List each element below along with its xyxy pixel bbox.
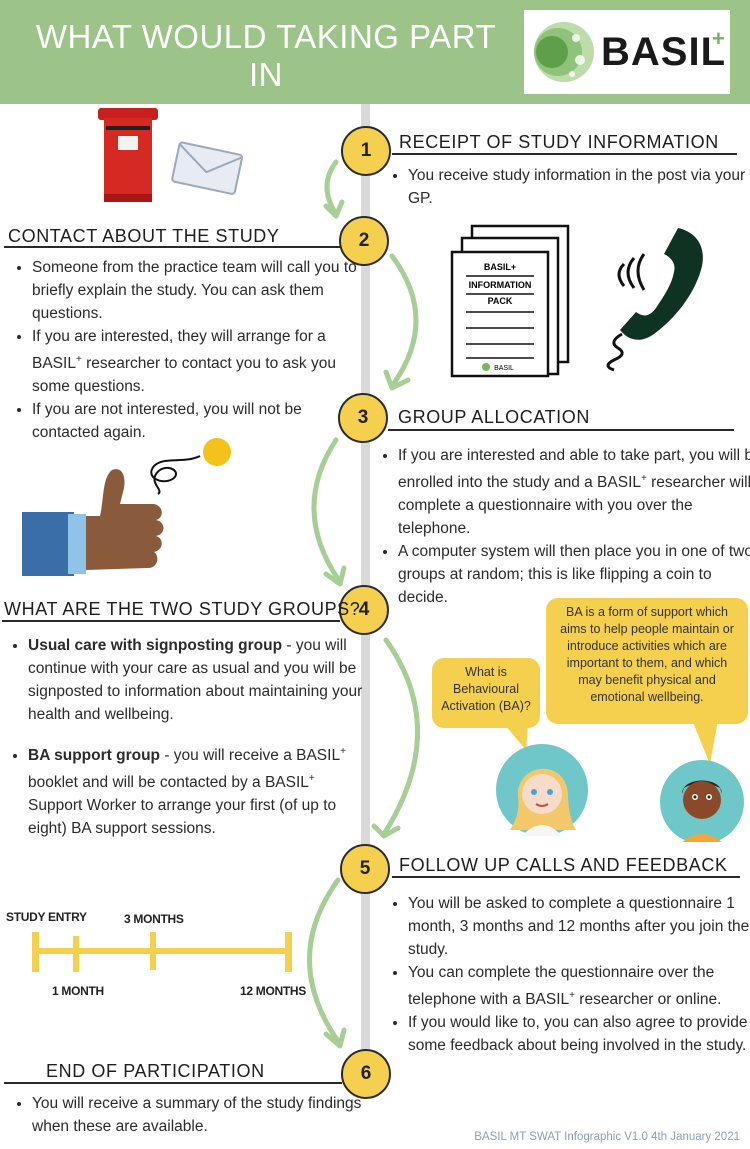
- arrow-4-5: [381, 637, 420, 837]
- step-4-title: WHAT ARE THE TWO STUDY GROUPS?: [4, 599, 361, 619]
- list-item: You receive study information in the pos…: [408, 164, 748, 210]
- info-pack-line-2: INFORMATION: [469, 280, 532, 290]
- sup-plus: +: [308, 773, 315, 785]
- info-pack-line-3: PACK: [488, 296, 513, 306]
- arrow-5-6: [307, 877, 343, 1047]
- step-6-rule: [4, 1082, 342, 1084]
- bubble-tail: [692, 720, 718, 764]
- avatar: [496, 744, 588, 836]
- timeline-label-1-month: 1 MONTH: [52, 984, 104, 998]
- step-5-title: FOLLOW UP CALLS AND FEEDBACK: [399, 855, 728, 875]
- follow-up-timeline: [32, 932, 292, 972]
- arrow-1-2: [324, 159, 339, 217]
- text-part: researcher or online.: [574, 991, 722, 1009]
- timeline-label-12-months: 12 MONTHS: [240, 984, 306, 998]
- thumbs-up-coin-illustration: [22, 438, 231, 576]
- information-pack-illustration: BASIL+ INFORMATION PACK BASIL: [450, 224, 570, 378]
- step-5-list: You will be asked to complete a question…: [386, 892, 750, 1057]
- info-pack-line-1: BASIL+: [484, 262, 516, 272]
- step-4-list: Usual care with signposting group - you …: [6, 634, 368, 840]
- list-item: If you are interested, they will arrange…: [32, 325, 364, 398]
- list-item: You can complete the questionnaire over …: [408, 961, 750, 1011]
- avatar: [660, 760, 744, 842]
- coin-icon: [203, 438, 231, 466]
- text-part: - you will continue with your care as us…: [28, 637, 363, 723]
- step-6-list: You will receive a summary of the study …: [10, 1092, 362, 1138]
- sup-plus: +: [569, 990, 575, 1001]
- step-3-rule: [388, 429, 734, 431]
- list-item: You will receive a summary of the study …: [32, 1092, 362, 1138]
- text-part: Support Worker to arrange your first (of…: [28, 797, 337, 838]
- list-item: If you are interested and able to take p…: [398, 444, 750, 540]
- sup-plus: +: [340, 746, 346, 757]
- step-3-title: GROUP ALLOCATION: [398, 407, 590, 427]
- text-part: researcher to contact you to ask you som…: [32, 355, 336, 396]
- question-text: What is Behavioural Activation (BA)?: [441, 665, 531, 713]
- list-item: Someone from the practice team will call…: [32, 256, 364, 325]
- logo-plus: +: [712, 26, 725, 51]
- list-item: Usual care with signposting group - you …: [28, 634, 368, 726]
- text-part: - you will receive a BASIL: [160, 747, 341, 765]
- group-name-usual-care: Usual care with signposting group: [28, 637, 283, 654]
- step-6-circle: 6: [341, 1049, 391, 1099]
- text-part: researcher will complete a questionnaire…: [398, 474, 750, 538]
- step-4-circle: 4: [339, 585, 389, 635]
- footer-credit: BASIL MT SWAT Infographic V1.0 4th Janua…: [474, 1131, 740, 1143]
- arrow-2-3: [389, 253, 419, 389]
- speech-bubble-question: What is Behavioural Activation (BA)?: [432, 658, 540, 728]
- step-5-circle: 5: [340, 844, 390, 894]
- step-2-list: Someone from the practice team will call…: [10, 256, 364, 444]
- step-2-circle: 2: [339, 216, 389, 266]
- step-2-title: CONTACT ABOUT THE STUDY: [8, 226, 280, 246]
- text-part: You can complete the questionnaire over …: [408, 964, 715, 1009]
- text-part: booklet and will be contacted by a BASIL: [28, 774, 309, 792]
- list-item: If you would like to, you can also agree…: [408, 1011, 750, 1057]
- step-1-circle: 1: [341, 126, 391, 176]
- text-part: If you are interested, they will arrange…: [32, 328, 326, 373]
- list-item: You will be asked to complete a question…: [408, 892, 750, 961]
- step-5-rule: [392, 876, 740, 878]
- title-sup: +: [199, 103, 211, 123]
- logo-text: BASIL: [601, 30, 726, 74]
- text-part: If you are interested and able to take p…: [398, 447, 750, 492]
- timeline-label-study-entry: STUDY ENTRY: [6, 910, 87, 924]
- step-1-list: You receive study information in the pos…: [386, 164, 748, 210]
- step-3-list: If you are interested and able to take p…: [376, 444, 750, 609]
- sup-plus: +: [641, 473, 647, 484]
- info-pack-footer: BASIL: [494, 365, 514, 372]
- answer-text: BA is a form of support which aims to he…: [560, 605, 734, 704]
- list-item: BA support group - you will receive a BA…: [28, 740, 368, 840]
- postbox-icon: [98, 108, 158, 120]
- step-1-rule: [392, 153, 737, 155]
- step-2-rule: [4, 246, 340, 248]
- phone-icon: [606, 228, 703, 372]
- step-6-title: END OF PARTICIPATION: [46, 1061, 265, 1081]
- speech-bubble-answer: BA is a form of support which aims to he…: [546, 598, 748, 724]
- postbox-envelope-illustration: [98, 108, 244, 202]
- timeline-label-3-months: 3 MONTHS: [124, 912, 184, 926]
- thumbs-up-icon: [22, 469, 164, 576]
- title-line-1: WHAT WOULD TAKING PART IN: [35, 18, 497, 93]
- step-4-rule: [2, 620, 340, 622]
- step-3-circle: 3: [338, 393, 388, 443]
- bubble-tail: [504, 724, 528, 750]
- basil-logo: BASIL +: [524, 10, 730, 94]
- group-name-ba-support: BA support group: [28, 747, 161, 765]
- list-item: If you are not interested, you will not …: [32, 398, 364, 444]
- step-1-title: RECEIPT OF STUDY INFORMATION: [399, 132, 719, 152]
- sup-plus: +: [75, 354, 82, 365]
- logo-leaf-icon: [534, 22, 594, 82]
- arrow-3-4: [311, 437, 343, 585]
- list-item: A computer system will then place you in…: [398, 540, 750, 609]
- envelope-icon: [171, 141, 244, 195]
